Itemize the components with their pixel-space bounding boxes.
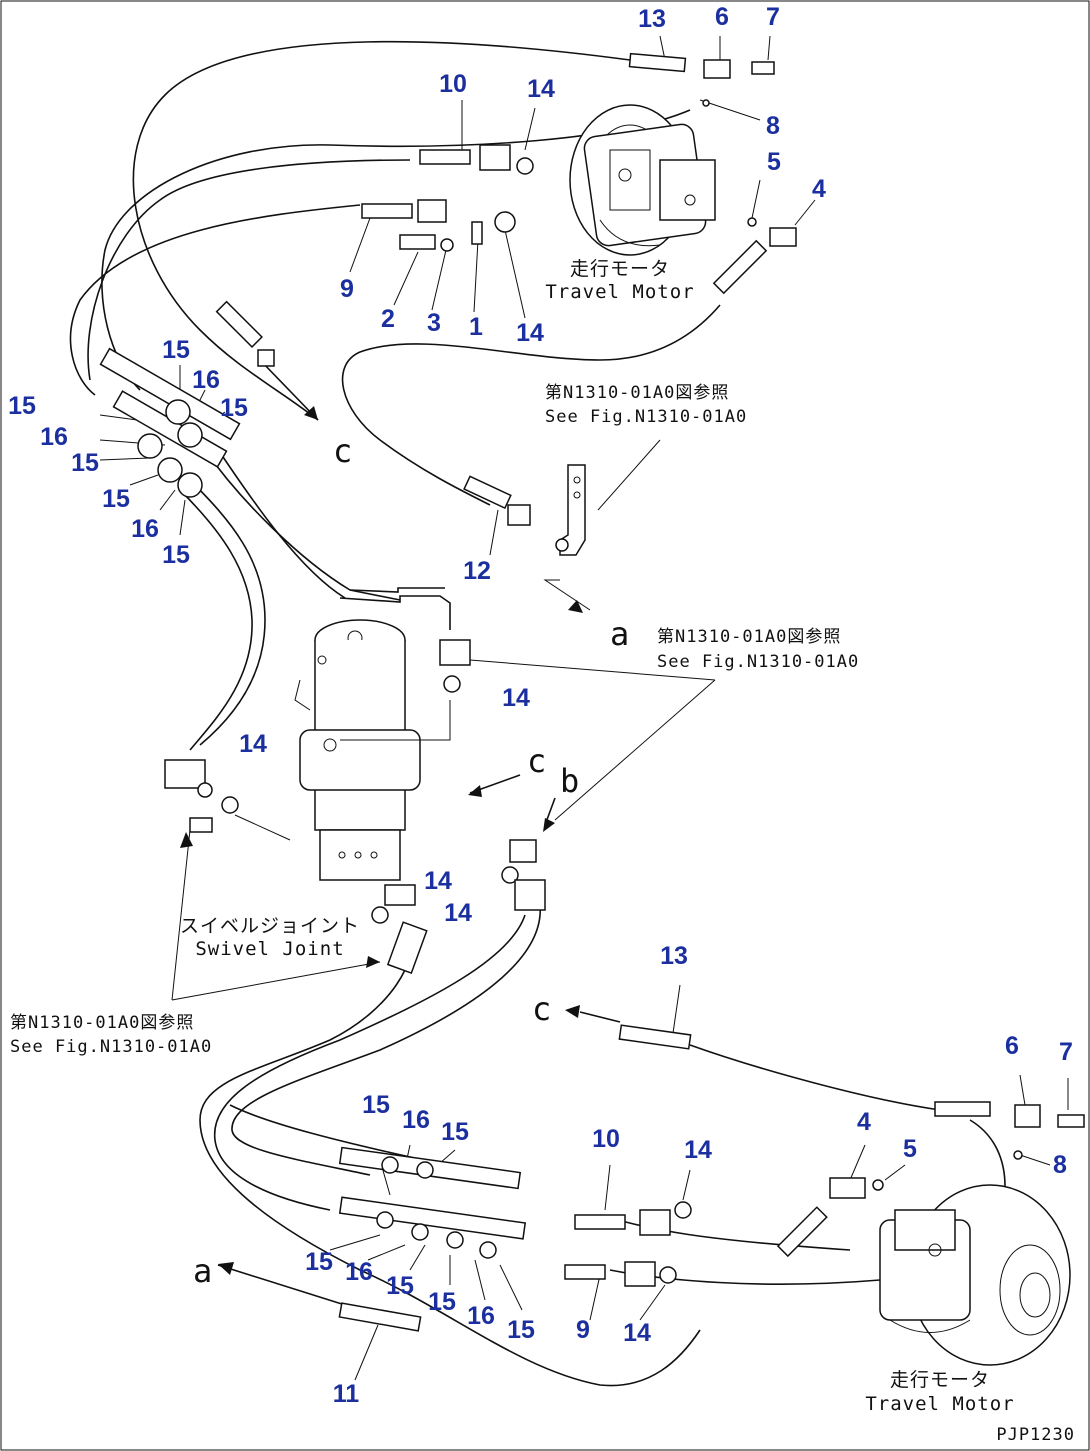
callout-12: 12 — [463, 557, 491, 585]
travel-motor-top — [569, 104, 716, 256]
ref-note-top-en: See Fig.N1310-01A0 — [545, 407, 747, 427]
callout-4: 4 — [812, 175, 826, 203]
motor-top-label-jp: 走行モータ — [570, 258, 670, 280]
callout-16: 16 — [345, 1258, 373, 1286]
callout-13: 13 — [638, 5, 666, 33]
ref-note-mid-jp: 第N1310-01A0図参照 — [657, 627, 841, 647]
swivel-fittings — [164, 759, 546, 975]
callout-1: 1 — [469, 313, 483, 341]
motor-bottom-label-en: Travel Motor — [865, 1393, 1014, 1415]
annotation-notes: 走行モータ Travel Motor 第N1310-01A0図参照 See Fi… — [10, 258, 1075, 1445]
callout-15: 15 — [386, 1272, 414, 1300]
figure-code: PJP1230 — [996, 1425, 1075, 1445]
swivel-joint-body — [294, 619, 471, 881]
callout-7: 7 — [766, 3, 780, 31]
callout-15: 15 — [220, 394, 248, 422]
callout-7: 7 — [1059, 1038, 1073, 1066]
fittings-bottom — [338, 1024, 1085, 1332]
travel-motor-bottom — [879, 1184, 1071, 1366]
ref-note-left-en: See Fig.N1310-01A0 — [10, 1037, 212, 1057]
callout-15: 15 — [71, 449, 99, 477]
callout-2: 2 — [381, 305, 395, 333]
connection-letter-c: c — [527, 742, 546, 780]
callout-15: 15 — [305, 1248, 333, 1276]
callout-14: 14 — [502, 684, 530, 712]
callout-15: 15 — [162, 541, 190, 569]
callout-8: 8 — [1053, 1151, 1067, 1179]
fittings-top — [215, 52, 797, 526]
callout-14: 14 — [424, 867, 452, 895]
callout-9: 9 — [340, 275, 354, 303]
callout-16: 16 — [467, 1302, 495, 1330]
hose-clamp-group-bottom — [338, 1146, 527, 1259]
callout-15: 15 — [441, 1118, 469, 1146]
callout-14: 14 — [516, 319, 544, 347]
callout-14: 14 — [444, 899, 472, 927]
ref-note-left-jp: 第N1310-01A0図参照 — [10, 1013, 194, 1033]
callout-4: 4 — [857, 1108, 871, 1136]
callout-6: 6 — [715, 3, 729, 31]
callout-6: 6 — [1005, 1032, 1019, 1060]
callout-10: 10 — [592, 1125, 620, 1153]
ref-note-top-jp: 第N1310-01A0図参照 — [545, 383, 729, 403]
callout-11: 11 — [333, 1380, 360, 1408]
callout-5: 5 — [903, 1135, 917, 1163]
flow-arrows — [180, 359, 583, 1306]
callout-numbers: 13 6 7 10 14 8 5 4 9 2 3 1 14 15 16 15 1… — [8, 3, 1073, 1408]
callout-5: 5 — [767, 148, 781, 176]
hose-clamp-group-left — [99, 347, 241, 498]
callout-14: 14 — [527, 75, 555, 103]
motor-top-label-en: Travel Motor — [545, 281, 694, 303]
callout-3: 3 — [427, 309, 441, 337]
callout-15: 15 — [507, 1316, 535, 1344]
callout-16: 16 — [40, 423, 68, 451]
callout-14: 14 — [239, 730, 267, 758]
swivel-joint-label-jp: スイベルジョイント — [180, 915, 360, 937]
connection-letter-c: c — [333, 432, 352, 470]
connection-letter-b: b — [560, 762, 579, 800]
callout-13: 13 — [660, 942, 688, 970]
motor-bottom-label-jp: 走行モータ — [890, 1369, 990, 1391]
callout-16: 16 — [402, 1106, 430, 1134]
bracket-top — [555, 464, 586, 556]
connection-letter-c: c — [532, 990, 551, 1028]
callout-14: 14 — [684, 1136, 712, 1164]
ref-note-mid-en: See Fig.N1310-01A0 — [657, 652, 859, 672]
callout-16: 16 — [192, 366, 220, 394]
callout-15: 15 — [8, 392, 36, 420]
callout-9: 9 — [576, 1316, 590, 1344]
callout-15: 15 — [102, 485, 130, 513]
connection-letter-a: a — [610, 615, 629, 653]
callout-15: 15 — [428, 1288, 456, 1316]
callout-14: 14 — [623, 1319, 651, 1347]
connection-letter-a: a — [193, 1252, 212, 1290]
callout-15: 15 — [362, 1091, 390, 1119]
leader-lines — [99, 35, 1069, 1381]
callout-16: 16 — [131, 515, 159, 543]
callout-15: 15 — [162, 336, 190, 364]
callout-8: 8 — [766, 112, 780, 140]
swivel-joint-label-en: Swivel Joint — [195, 938, 344, 960]
callout-10: 10 — [439, 70, 467, 98]
